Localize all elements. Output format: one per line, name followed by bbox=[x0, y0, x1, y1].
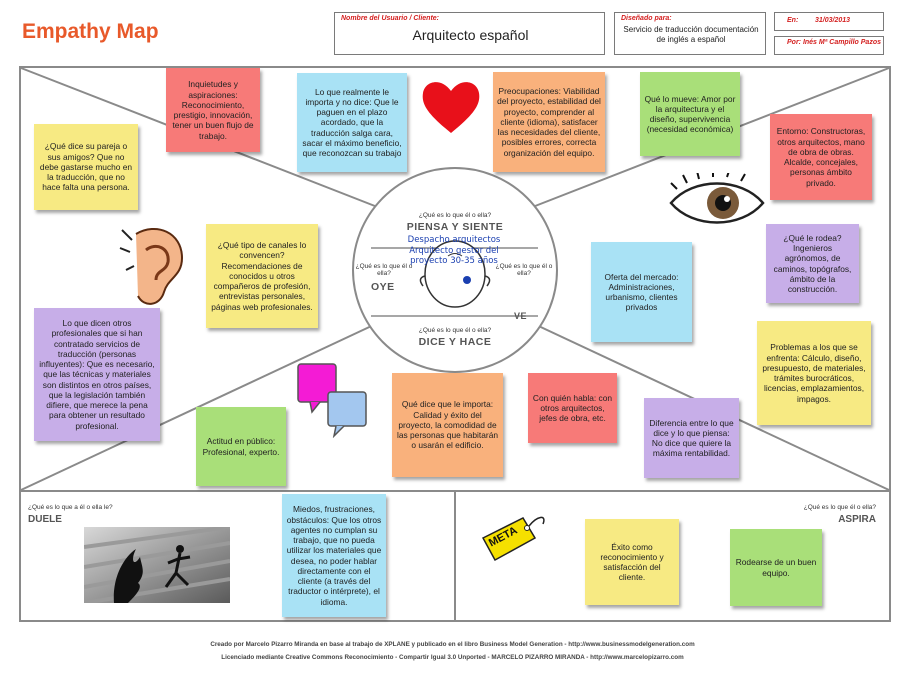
gain-question: ¿Qué es lo que él o ella? bbox=[803, 504, 876, 511]
hear-label: OYE bbox=[371, 281, 395, 293]
user-label: Nombre del Usuario / Cliente: bbox=[341, 15, 440, 22]
note-actitud: Actitud en público: Profesional, experto… bbox=[196, 407, 286, 486]
designed-for-value: Servicio de traducción documentación de … bbox=[623, 25, 759, 44]
note-dice: Qué dice que le importa: Calidad y éxito… bbox=[392, 373, 503, 477]
think-question: ¿Qué es lo que él o ella? bbox=[418, 212, 492, 219]
note-miedos: Miedos, frustraciones, obstáculos: Que l… bbox=[282, 494, 386, 617]
page-title: Empathy Map bbox=[22, 20, 159, 43]
note-entorno: Entorno: Constructoras, otros arquitecto… bbox=[770, 114, 872, 200]
note-otros: Lo que dicen otros profesionales que si … bbox=[34, 308, 160, 441]
note-rodea: ¿Qué le rodea? Ingenieros agrónomos, de … bbox=[766, 224, 859, 303]
designed-by: Por: Inés Mª Campillo Pazos bbox=[787, 39, 881, 46]
head-icon bbox=[419, 240, 491, 308]
note-pareja: ¿Qué dice su pareja o sus amigos? Que no… bbox=[34, 124, 138, 210]
note-rodearse: Rodearse de un buen equipo. bbox=[730, 529, 822, 606]
persona-text: Despacho arquitectos Arquitecto gestor d… bbox=[407, 235, 501, 267]
designed-by-box: Por: Inés Mª Campillo Pazos bbox=[774, 36, 884, 55]
gain-label: ASPIRA bbox=[838, 514, 876, 525]
user-value: Arquitecto español bbox=[412, 27, 529, 43]
note-exito: Éxito como reconocimiento y satisfacción… bbox=[585, 519, 679, 605]
note-habla: Con quién habla: con otros arquitectos, … bbox=[528, 373, 617, 443]
see-label: VE bbox=[514, 311, 528, 321]
designed-for-label: Diseñado para: bbox=[621, 15, 672, 22]
note-canales: ¿Qué tipo de canales lo convencen? Recom… bbox=[206, 224, 318, 328]
speech-bubbles-icon bbox=[297, 363, 367, 438]
note-preocupaciones: Preocupaciones: Viabilidad del proyecto,… bbox=[493, 72, 605, 172]
meta-tag-icon bbox=[481, 516, 545, 562]
date-box: En: 31/03/2013 bbox=[774, 12, 884, 31]
pain-question: ¿Qué es lo que a él o ella le? bbox=[28, 504, 113, 511]
see-question: ¿Qué es lo que él o ella? bbox=[495, 263, 553, 277]
pain-image bbox=[84, 527, 230, 603]
designed-for-box: Diseñado para: Servicio de traducción do… bbox=[614, 12, 766, 55]
say-question: ¿Qué es lo que él o ella? bbox=[418, 327, 492, 334]
note-importa: Lo que realmente le importa y no dice: Q… bbox=[297, 73, 407, 172]
think-label: PIENSA Y SIENTE bbox=[406, 221, 504, 233]
note-inquietudes: Inquietudes y aspiraciones: Reconocimien… bbox=[166, 68, 260, 152]
user-box: Nombre del Usuario / Cliente: Arquitecto… bbox=[334, 12, 605, 55]
note-oferta: Oferta del mercado: Administraciones, ur… bbox=[591, 242, 692, 342]
say-label: DICE Y HACE bbox=[418, 336, 492, 348]
pain-label: DUELE bbox=[28, 514, 62, 525]
note-problemas: Problemas a los que se enfrenta: Cálculo… bbox=[757, 321, 871, 425]
heart-icon bbox=[422, 82, 480, 133]
hear-question: ¿Qué es lo que él o ella? bbox=[355, 263, 413, 277]
note-mueve: Qué lo mueve: Amor por la arquitectura y… bbox=[640, 72, 740, 156]
footer-credit: Creado por Marcelo Pizarro Miranda en ba… bbox=[210, 641, 695, 648]
eye-icon bbox=[669, 173, 765, 224]
footer-license: Licenciado mediante Creative Commons Rec… bbox=[221, 654, 684, 661]
date-value: 31/03/2013 bbox=[815, 17, 851, 24]
date-label: En: bbox=[787, 17, 799, 24]
ear-icon bbox=[119, 228, 184, 305]
note-diferencia: Diferencia entre lo que dice y lo que pi… bbox=[644, 398, 739, 478]
